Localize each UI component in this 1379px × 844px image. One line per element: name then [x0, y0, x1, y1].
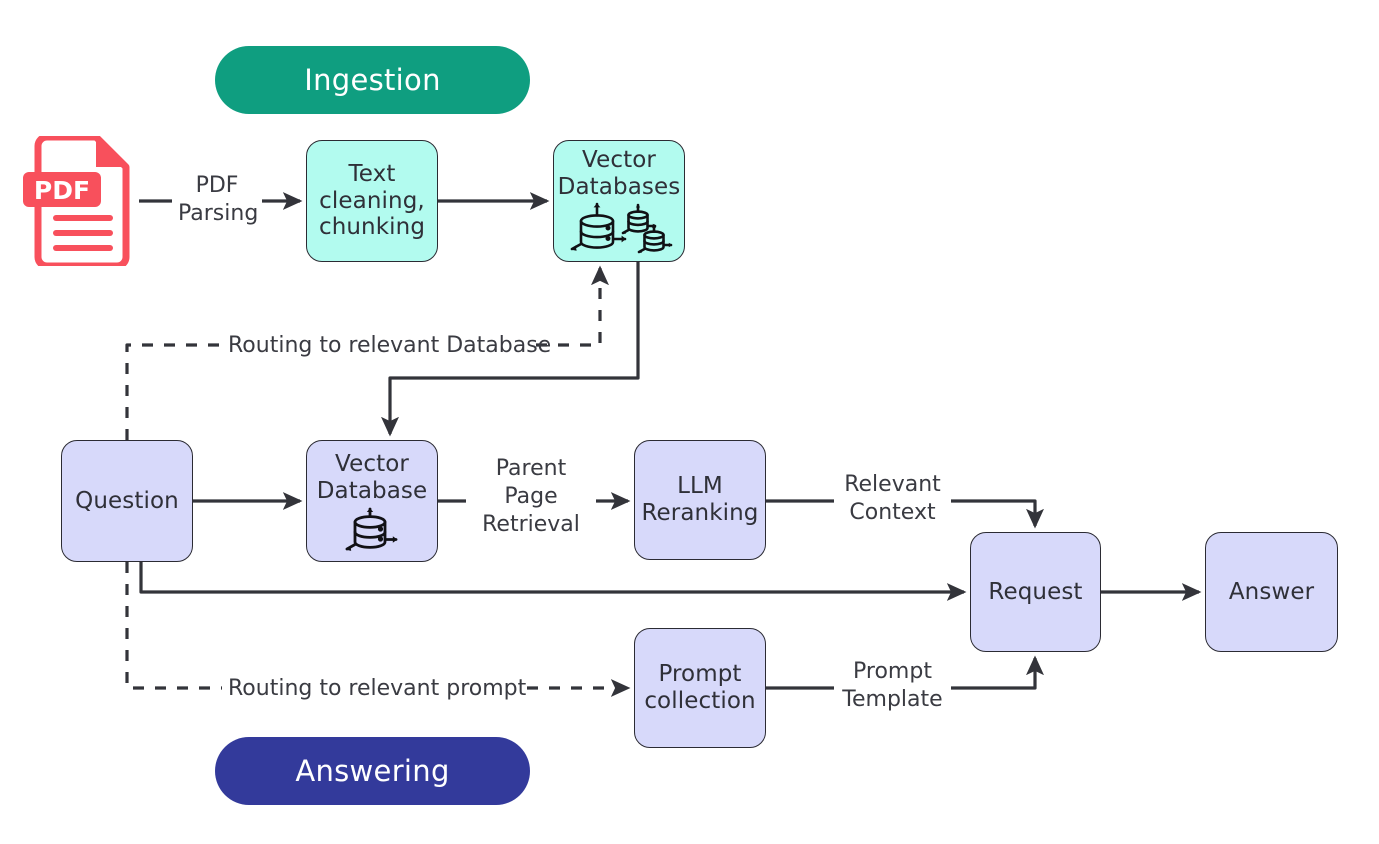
node-answer[interactable]: Answer — [1205, 532, 1338, 652]
pdf-icon-svg: PDF — [23, 133, 130, 270]
edge-label-relevant-context: Relevant Context — [834, 471, 951, 528]
edge-vector-databases-to-vector-database — [380, 262, 640, 437]
node-vector-databases-line-2: Databases — [557, 173, 681, 200]
pdf-document-icon[interactable]: PDF — [22, 133, 142, 270]
node-vector-database-line-2: Database — [316, 477, 428, 504]
edge-label-prompt-template: Prompt Template — [834, 658, 951, 715]
node-answer-label: Answer — [1228, 578, 1315, 605]
node-question[interactable]: Question — [61, 440, 193, 562]
phase-pill-answering[interactable]: Answering — [215, 737, 530, 805]
phase-pill-ingestion-label: Ingestion — [304, 63, 441, 97]
node-text-cleaning-line-1: Text — [348, 160, 396, 187]
edge-label-pdf-parsing: PDF Parsing — [172, 172, 262, 229]
node-vector-databases-line-1: Vector — [582, 147, 656, 173]
node-llm-reranking-line-2: Reranking — [641, 500, 759, 526]
edge-label-routing-to-database: Routing to relevant Database — [222, 332, 551, 361]
node-text-cleaning-line-3: chunking — [318, 214, 426, 241]
node-vector-databases[interactable]: Vector Databases — [553, 140, 685, 262]
edge-label-parent-page-retrieval: Parent Page Retrieval — [466, 455, 596, 540]
node-text-cleaning[interactable]: Text cleaning, chunking — [306, 140, 438, 262]
node-llm-reranking[interactable]: LLM Reranking — [634, 440, 766, 560]
node-prompt-collection-line-2: collection — [644, 688, 756, 714]
pdf-badge-label: PDF — [34, 176, 90, 205]
phase-pill-answering-label: Answering — [295, 754, 450, 788]
node-vector-database-line-1: Vector — [335, 451, 409, 477]
node-prompt-collection[interactable]: Prompt collection — [634, 628, 766, 748]
edge-question-to-request — [139, 562, 967, 602]
edge-routing-to-database-left — [125, 343, 222, 440]
node-prompt-collection-line-1: Prompt — [658, 661, 742, 688]
node-llm-reranking-line-1: LLM — [677, 473, 723, 500]
node-request[interactable]: Request — [970, 532, 1101, 652]
phase-pill-ingestion[interactable]: Ingestion — [215, 46, 530, 114]
node-request-label: Request — [988, 578, 1083, 605]
multi-database-icon — [561, 202, 677, 261]
node-question-label: Question — [75, 487, 179, 514]
edge-routing-to-database-right — [536, 265, 610, 347]
database-icon — [337, 506, 407, 561]
edge-label-routing-to-prompt: Routing to relevant prompt — [222, 675, 527, 704]
edge-label-to-request-top — [947, 499, 1045, 529]
node-vector-database[interactable]: Vector Database — [306, 440, 438, 562]
edge-label-to-request-bottom — [947, 655, 1045, 690]
node-text-cleaning-line-2: cleaning, — [319, 187, 425, 214]
